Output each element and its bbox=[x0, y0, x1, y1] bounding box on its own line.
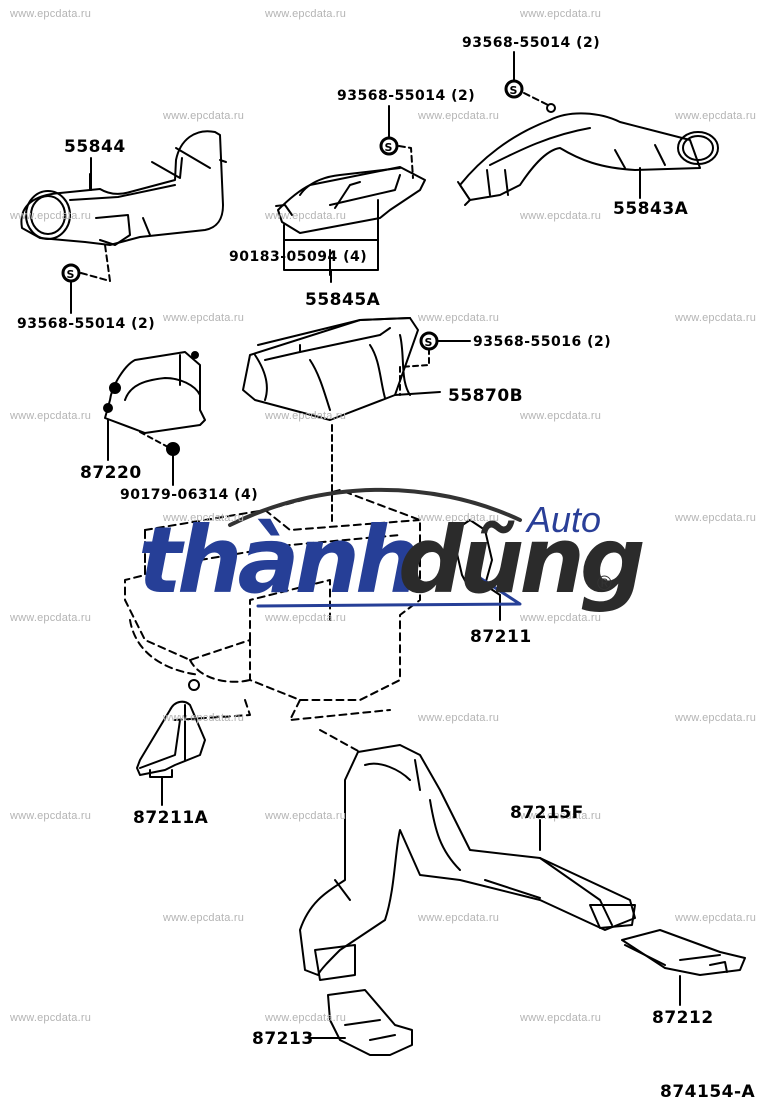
watermark: www.epcdata.ru bbox=[163, 912, 245, 924]
watermark: www.epcdata.ru bbox=[418, 712, 500, 724]
part-number-label[interactable]: 87215F bbox=[510, 803, 584, 823]
part-number-label[interactable]: 93568-55014 (2) bbox=[17, 316, 156, 332]
watermark: www.epcdata.ru bbox=[520, 612, 602, 624]
watermark: www.epcdata.ru bbox=[418, 512, 500, 524]
watermark: www.epcdata.ru bbox=[418, 110, 500, 122]
watermark: www.epcdata.ru bbox=[10, 8, 92, 20]
watermark: www.epcdata.ru bbox=[163, 110, 245, 122]
part-number-label[interactable]: 93568-55014 (2) bbox=[337, 88, 476, 104]
svg-text:S: S bbox=[67, 268, 75, 281]
watermark: www.epcdata.ru bbox=[10, 1012, 92, 1024]
watermark: www.epcdata.ru bbox=[675, 312, 757, 324]
logo-text-blue: thành bbox=[138, 507, 421, 614]
part-87211-drawing bbox=[454, 519, 501, 621]
watermark: www.epcdata.ru bbox=[520, 410, 602, 422]
part-55870b-drawing bbox=[242, 317, 441, 526]
registered-mark-icon: ® bbox=[597, 573, 612, 595]
watermark: www.epcdata.ru bbox=[520, 810, 602, 822]
part-87211a-drawing bbox=[136, 700, 206, 806]
part-number-label[interactable]: 87211 bbox=[470, 627, 532, 647]
watermark: www.epcdata.ru bbox=[10, 810, 92, 822]
part-87212-drawing bbox=[621, 929, 746, 1006]
part-number-label[interactable]: 55845A bbox=[305, 290, 381, 310]
watermark: www.epcdata.ru bbox=[520, 8, 602, 20]
svg-text:S: S bbox=[510, 84, 518, 97]
logo-underline bbox=[256, 576, 522, 608]
part-number-label[interactable]: 90183-05094 (4) bbox=[229, 249, 368, 265]
logo-swoosh bbox=[228, 487, 522, 527]
part-number-label[interactable]: 87212 bbox=[652, 1008, 714, 1028]
part-87220-drawing bbox=[103, 351, 206, 486]
screw-symbol-4: S bbox=[399, 331, 471, 396]
watermark: www.epcdata.ru bbox=[10, 410, 92, 422]
watermark: www.epcdata.ru bbox=[10, 210, 92, 222]
part-number-label[interactable]: 55844 bbox=[64, 137, 126, 157]
watermark: www.epcdata.ru bbox=[520, 1012, 602, 1024]
watermark: www.epcdata.ru bbox=[418, 312, 500, 324]
heater-unit-dashed bbox=[124, 489, 421, 753]
part-number-label[interactable]: 55870B bbox=[448, 386, 524, 406]
watermark: www.epcdata.ru bbox=[265, 8, 347, 20]
watermark: www.epcdata.ru bbox=[265, 210, 347, 222]
watermark: www.epcdata.ru bbox=[163, 512, 245, 524]
svg-text:S: S bbox=[425, 336, 433, 349]
watermark: www.epcdata.ru bbox=[265, 1012, 347, 1024]
watermark: www.epcdata.ru bbox=[265, 410, 347, 422]
part-number-label[interactable]: 87211A bbox=[133, 808, 209, 828]
logo-text-auto: Auto bbox=[527, 499, 602, 540]
watermark: www.epcdata.ru bbox=[675, 912, 757, 924]
watermark: www.epcdata.ru bbox=[265, 612, 347, 624]
part-55843a-drawing bbox=[457, 103, 719, 206]
watermark: www.epcdata.ru bbox=[418, 912, 500, 924]
watermark: www.epcdata.ru bbox=[265, 810, 347, 822]
watermark: www.epcdata.ru bbox=[675, 512, 757, 524]
part-number-label[interactable]: 874154-A bbox=[660, 1082, 756, 1102]
part-number-label[interactable]: 87213 bbox=[252, 1029, 314, 1049]
svg-text:S: S bbox=[385, 141, 393, 154]
part-87215f-drawing bbox=[299, 744, 636, 981]
part-number-label[interactable]: 87220 bbox=[80, 463, 142, 483]
part-number-label[interactable]: 93568-55014 (2) bbox=[462, 35, 601, 51]
watermark: www.epcdata.ru bbox=[163, 312, 245, 324]
part-87213-drawing bbox=[309, 989, 413, 1056]
screw-symbol-3: S bbox=[504, 51, 549, 106]
watermark: www.epcdata.ru bbox=[520, 210, 602, 222]
logo-text-dark: dũng bbox=[398, 507, 646, 614]
screw-symbol-1: S bbox=[61, 244, 111, 314]
watermark: www.epcdata.ru bbox=[675, 712, 757, 724]
watermark: www.epcdata.ru bbox=[675, 110, 757, 122]
watermark: www.epcdata.ru bbox=[163, 712, 245, 724]
screw-symbol-2: S bbox=[379, 105, 414, 179]
part-number-label[interactable]: 55843A bbox=[613, 199, 689, 219]
part-number-label[interactable]: 90179-06314 (4) bbox=[120, 487, 259, 503]
part-number-label[interactable]: 93568-55016 (2) bbox=[473, 334, 612, 350]
watermark: www.epcdata.ru bbox=[10, 612, 92, 624]
